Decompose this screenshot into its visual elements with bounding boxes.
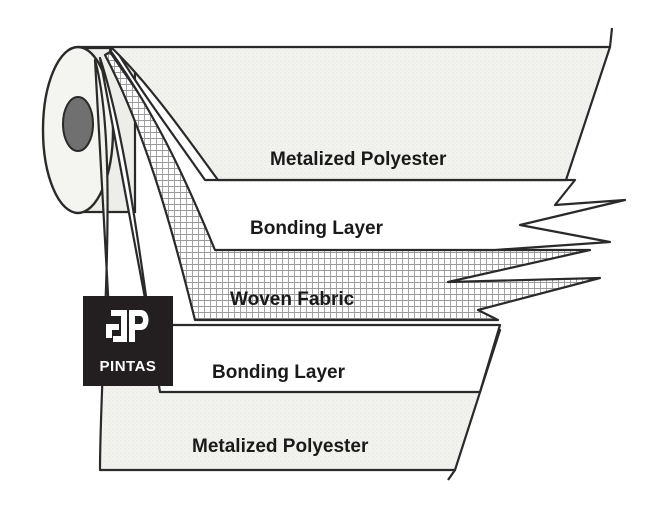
logo-text: PINTAS <box>99 358 157 375</box>
sheet-bonding-layer-bottom <box>98 56 502 394</box>
label-woven-fabric: Woven Fabric <box>230 289 355 310</box>
sheet-metalized-polyester-top <box>78 45 612 182</box>
label-bonding-layer-bottom: Bonding Layer <box>212 362 346 383</box>
roll-core <box>62 96 94 152</box>
sheet-bonding-layer-top <box>108 46 627 252</box>
label-bonding-layer-top: Bonding Layer <box>250 218 384 239</box>
pintas-logo-mark-icon <box>106 310 149 342</box>
pintas-logo: PINTAS <box>83 296 173 386</box>
label-metalized-polyester-top: Metalized Polyester <box>270 149 447 170</box>
label-metalized-polyester-bottom: Metalized Polyester <box>192 436 369 457</box>
